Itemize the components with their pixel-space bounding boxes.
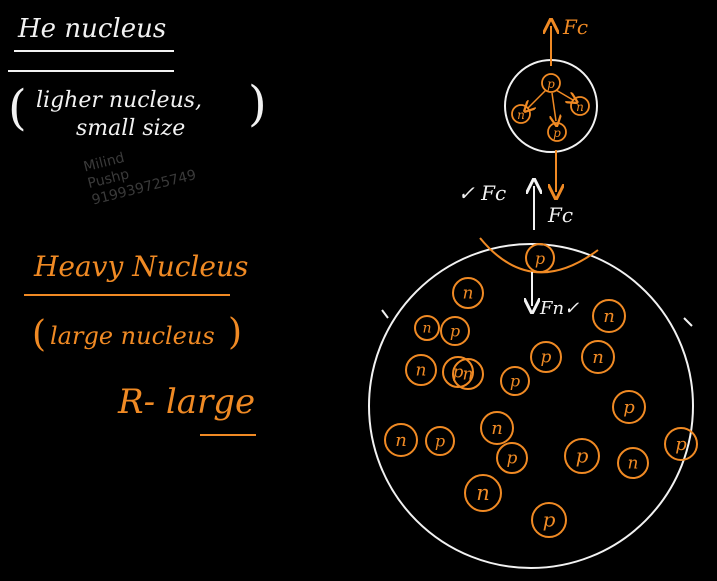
small-size-note: small size — [76, 116, 186, 141]
svg-text:p: p — [450, 321, 460, 340]
nucleon-neutron: n — [464, 474, 502, 512]
nucleon-proton: p — [564, 438, 600, 474]
nucleon-proton: p — [425, 426, 455, 456]
svg-text:n: n — [463, 365, 474, 385]
nucleon-neutron: n — [592, 299, 626, 333]
nuclear-force-label: Fn✓ — [539, 298, 579, 319]
small-nucleon-neutron-right: n — [570, 96, 590, 116]
nucleon-neutron: n — [581, 340, 615, 374]
heavy-nucleus-title: Heavy Nucleus — [34, 250, 249, 283]
svg-text:n: n — [476, 481, 490, 505]
small-nucleon-proton-top: p — [541, 73, 561, 93]
radius-underline — [200, 434, 256, 436]
big-force-up-label: ✓ Fc — [458, 181, 506, 205]
tick-right — [683, 317, 693, 327]
radius-large-note: R- large — [118, 382, 256, 422]
nucleon-proton: p — [664, 427, 698, 461]
he-nucleus-title: He nucleus — [18, 14, 167, 44]
nucleon-neutron: n — [414, 315, 440, 341]
nucleon-neutron: n — [452, 277, 484, 309]
paren-open-heavy: ( — [32, 314, 47, 355]
he-title-underline — [14, 50, 174, 52]
svg-text:n: n — [422, 321, 431, 337]
svg-text:p: p — [675, 434, 687, 455]
svg-text:p: p — [435, 431, 445, 450]
svg-text:p: p — [576, 443, 589, 467]
svg-text:p: p — [535, 249, 545, 268]
svg-text:p: p — [623, 397, 635, 418]
big-nucleus-outline — [368, 243, 694, 569]
light-nucleus-note: ligher nucleus, — [36, 88, 203, 113]
nucleon-proton: p — [440, 316, 470, 346]
svg-text:n: n — [491, 418, 503, 439]
svg-text:p: p — [553, 126, 561, 140]
nucleon-neutron: n — [452, 358, 484, 390]
small-bond-3 — [552, 92, 556, 121]
nucleon-proton: p — [442, 356, 474, 388]
svg-text:p: p — [507, 449, 518, 469]
small-bond-1 — [528, 89, 547, 108]
svg-text:n: n — [517, 108, 525, 122]
small-force-up-label: Fc — [562, 15, 588, 39]
small-bond-2 — [555, 89, 573, 100]
bracket-open: ( — [8, 80, 27, 136]
nucleon-proton: p — [531, 502, 567, 538]
svg-text:p: p — [453, 363, 464, 383]
svg-text:p: p — [510, 371, 520, 390]
big-force-down-label: Fc — [547, 203, 573, 227]
svg-text:p: p — [543, 507, 556, 531]
svg-text:p: p — [541, 348, 552, 368]
large-nucleus-note: large nucleus — [50, 322, 215, 350]
nucleon-proton: p — [500, 366, 530, 396]
bracket-close: ) — [248, 76, 267, 132]
svg-text:n: n — [416, 361, 427, 381]
nucleon-neutron: n — [480, 411, 514, 445]
svg-text:n: n — [592, 347, 604, 368]
nucleon-proton: p — [530, 341, 562, 373]
nucleon-neutron: n — [405, 354, 437, 386]
nucleon-proton: p — [612, 390, 646, 424]
svg-text:n: n — [628, 454, 639, 474]
he-section-divider — [8, 70, 174, 72]
surface-proton: p — [525, 243, 555, 273]
nucleon-proton: p — [496, 442, 528, 474]
nucleon-neutron: n — [384, 423, 418, 457]
svg-text:n: n — [395, 430, 407, 451]
svg-text:n: n — [463, 284, 474, 304]
tick-left — [381, 309, 389, 319]
svg-text:n: n — [603, 306, 615, 327]
paren-close-heavy: ) — [228, 312, 243, 353]
svg-text:n: n — [576, 100, 584, 114]
nucleon-neutron: n — [617, 447, 649, 479]
svg-text:p: p — [547, 77, 555, 91]
heavy-title-underline — [24, 294, 230, 296]
small-nucleon-proton-bottom: p — [547, 122, 567, 142]
small-nucleon-neutron-left: n — [511, 104, 531, 124]
